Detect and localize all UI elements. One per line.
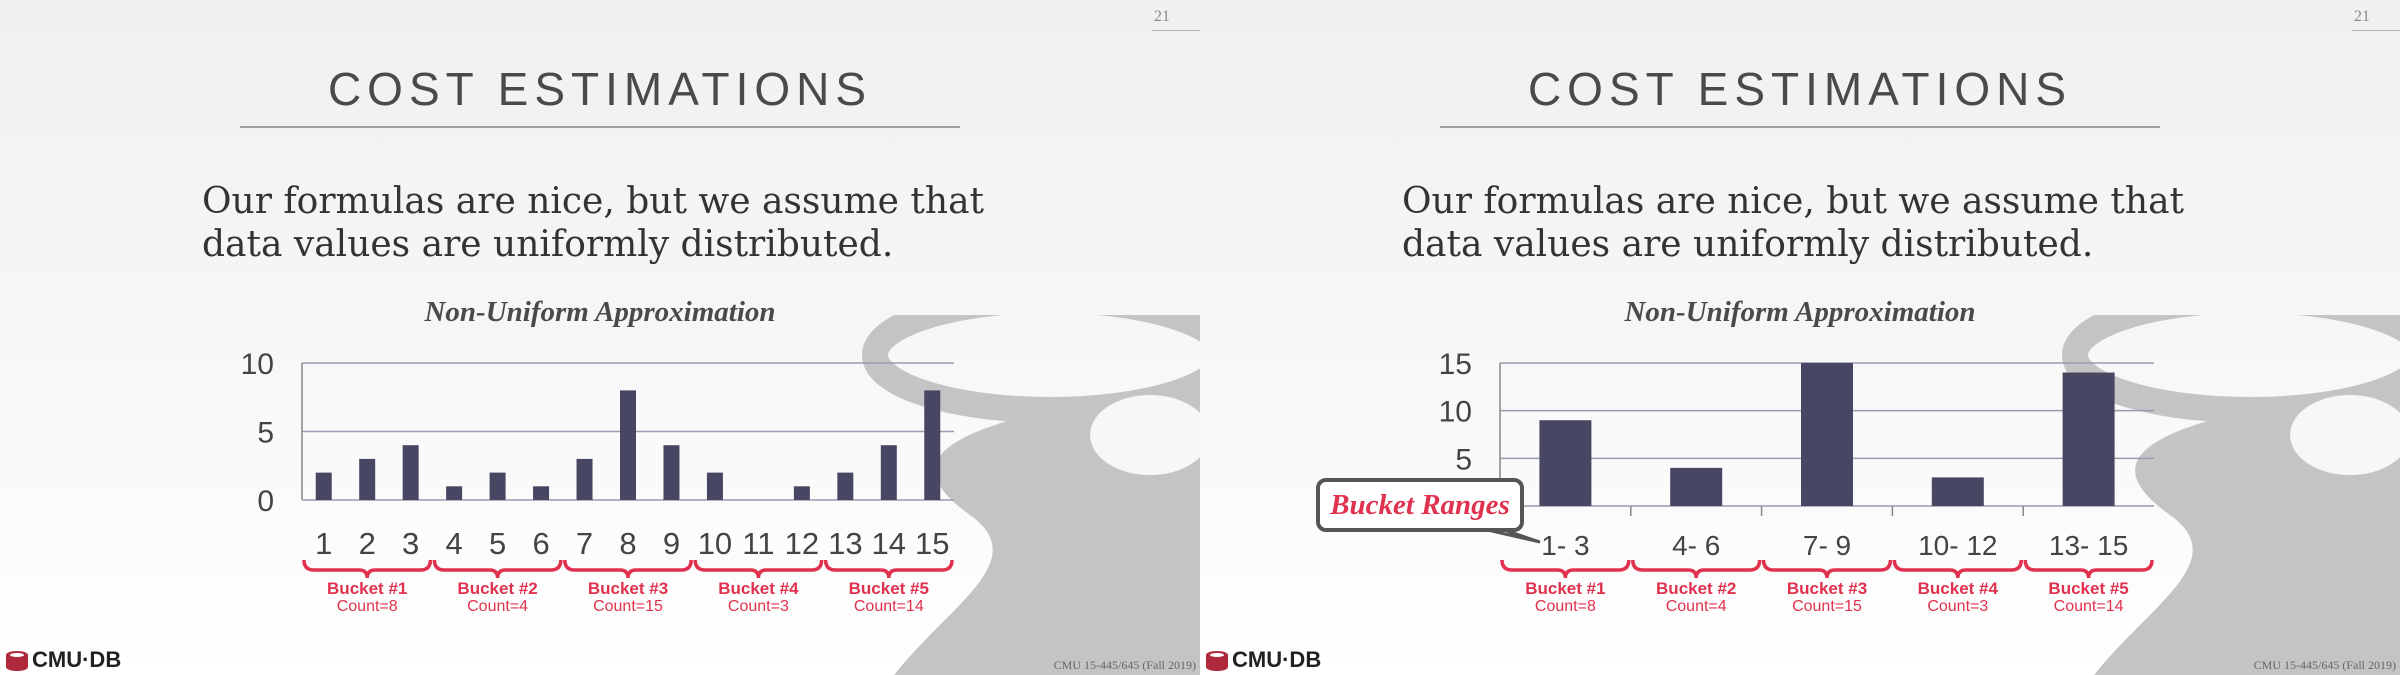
bucket-brace bbox=[563, 559, 693, 579]
bucket-name: Bucket #1 bbox=[327, 579, 407, 598]
chart-title: Non-Uniform Approximation bbox=[424, 296, 776, 328]
x-tick-label: 13- 15 bbox=[2049, 530, 2128, 561]
bar bbox=[489, 472, 506, 500]
y-tick-label: 0 bbox=[257, 485, 274, 518]
x-tick-label: 1- 3 bbox=[1541, 530, 1589, 561]
title-rule bbox=[240, 126, 960, 128]
bucket-count: Count=8 bbox=[1535, 598, 1596, 615]
bucket-brace bbox=[823, 559, 954, 579]
footer-course: CMU 15-445/645 (Fall 2019) bbox=[1053, 658, 1196, 672]
bucket-name: Bucket #3 bbox=[588, 579, 668, 598]
logo-text: CMU·DB bbox=[1232, 647, 1322, 672]
footer-course: CMU 15-445/645 (Fall 2019) bbox=[2253, 658, 2396, 672]
bar bbox=[1539, 420, 1592, 506]
bar bbox=[446, 486, 463, 500]
bar bbox=[1670, 467, 1723, 506]
bar bbox=[576, 458, 593, 500]
bar bbox=[402, 445, 419, 500]
bucket-name: Bucket #2 bbox=[457, 579, 537, 598]
bar bbox=[880, 445, 897, 500]
bucket-count: Count=14 bbox=[854, 598, 924, 615]
x-tick-label: 4- 6 bbox=[1672, 530, 1720, 561]
slide-2: 21 COST ESTIMATIONS Our formulas are nic… bbox=[1200, 0, 2400, 675]
bucket-name: Bucket #4 bbox=[1918, 579, 1999, 598]
bar bbox=[2062, 372, 2115, 506]
body-text: Our formulas are nice, but we assume tha… bbox=[1402, 181, 2185, 265]
bar bbox=[315, 472, 332, 500]
logo-text: CMU·DB bbox=[32, 647, 122, 672]
bucket-brace bbox=[1500, 559, 1631, 579]
bucket-brace bbox=[2023, 559, 2154, 579]
page-number: 21 bbox=[2354, 8, 2370, 25]
cmu-db-logo-icon bbox=[1204, 650, 1230, 675]
bar bbox=[1801, 363, 1853, 506]
bar bbox=[359, 458, 376, 500]
bucket-count: Count=3 bbox=[1927, 598, 1988, 615]
bar bbox=[706, 472, 723, 500]
body-text: Our formulas are nice, but we assume tha… bbox=[202, 181, 985, 265]
x-tick-label: 9 bbox=[663, 526, 680, 561]
slide-title: COST ESTIMATIONS bbox=[327, 63, 873, 115]
x-tick-label: 13 bbox=[828, 526, 862, 561]
cmu-db-logo-icon bbox=[4, 650, 30, 675]
bucket-brace bbox=[1631, 559, 1762, 579]
bucket-brace bbox=[693, 559, 824, 579]
y-tick-label: 15 bbox=[1439, 348, 1472, 381]
x-tick-label: 15 bbox=[915, 526, 949, 561]
x-tick-label: 6 bbox=[532, 526, 549, 561]
bucket-name: Bucket #1 bbox=[1525, 579, 1605, 598]
bucket-count: Count=15 bbox=[1792, 598, 1862, 615]
chart-title: Non-Uniform Approximation bbox=[1624, 296, 1976, 328]
x-tick-label: 10 bbox=[698, 526, 732, 561]
y-tick-label: 5 bbox=[257, 417, 274, 450]
bucket-name: Bucket #2 bbox=[1656, 579, 1736, 598]
bucket-name: Bucket #5 bbox=[849, 579, 929, 598]
bar bbox=[533, 486, 550, 500]
bucket-name: Bucket #5 bbox=[2048, 579, 2128, 598]
y-tick-label: 5 bbox=[1455, 443, 1472, 476]
bucket-name: Bucket #4 bbox=[718, 579, 799, 598]
x-tick-label: 4 bbox=[446, 526, 463, 561]
y-tick-label: 10 bbox=[241, 348, 274, 381]
x-tick-label: 10- 12 bbox=[1918, 530, 1997, 561]
bar bbox=[663, 445, 680, 500]
bar bbox=[924, 390, 941, 500]
bucket-ranges-callout: Bucket Ranges bbox=[1316, 478, 1524, 532]
x-tick-label: 2 bbox=[359, 526, 376, 561]
title-rule bbox=[1440, 126, 2160, 128]
bar bbox=[793, 486, 810, 500]
x-tick-label: 8 bbox=[619, 526, 636, 561]
bucket-count: Count=14 bbox=[2054, 598, 2124, 615]
x-tick-label: 1 bbox=[315, 526, 332, 561]
bucket-brace bbox=[432, 559, 563, 579]
page-number-rule bbox=[2352, 30, 2400, 31]
bucket-count: Count=3 bbox=[728, 598, 789, 615]
x-tick-label: 12 bbox=[785, 526, 819, 561]
page-number-rule bbox=[1152, 30, 1200, 31]
slide-title: COST ESTIMATIONS bbox=[1527, 63, 2073, 115]
y-tick-label: 10 bbox=[1439, 396, 1472, 429]
bucket-count: Count=4 bbox=[1666, 598, 1727, 615]
x-tick-label: 14 bbox=[872, 526, 906, 561]
bucket-count: Count=15 bbox=[593, 598, 663, 615]
page-number: 21 bbox=[1154, 8, 1170, 25]
bar bbox=[620, 390, 636, 500]
x-tick-label: 11 bbox=[742, 526, 774, 561]
bucket-brace bbox=[302, 559, 433, 579]
slide-1: 21 COST ESTIMATIONS Our formulas are nic… bbox=[0, 0, 1200, 675]
bar bbox=[1931, 477, 1984, 506]
bucket-brace bbox=[1892, 559, 2023, 579]
bucket-count: Count=8 bbox=[337, 598, 398, 615]
x-tick-label: 5 bbox=[489, 526, 506, 561]
bucket-brace bbox=[1761, 559, 1893, 579]
x-tick-label: 3 bbox=[402, 526, 419, 561]
x-tick-label: 7 bbox=[576, 526, 593, 561]
bucket-name: Bucket #3 bbox=[1787, 579, 1867, 598]
bucket-count: Count=4 bbox=[467, 598, 528, 615]
bar bbox=[837, 472, 854, 500]
x-tick-label: 7- 9 bbox=[1803, 530, 1851, 561]
